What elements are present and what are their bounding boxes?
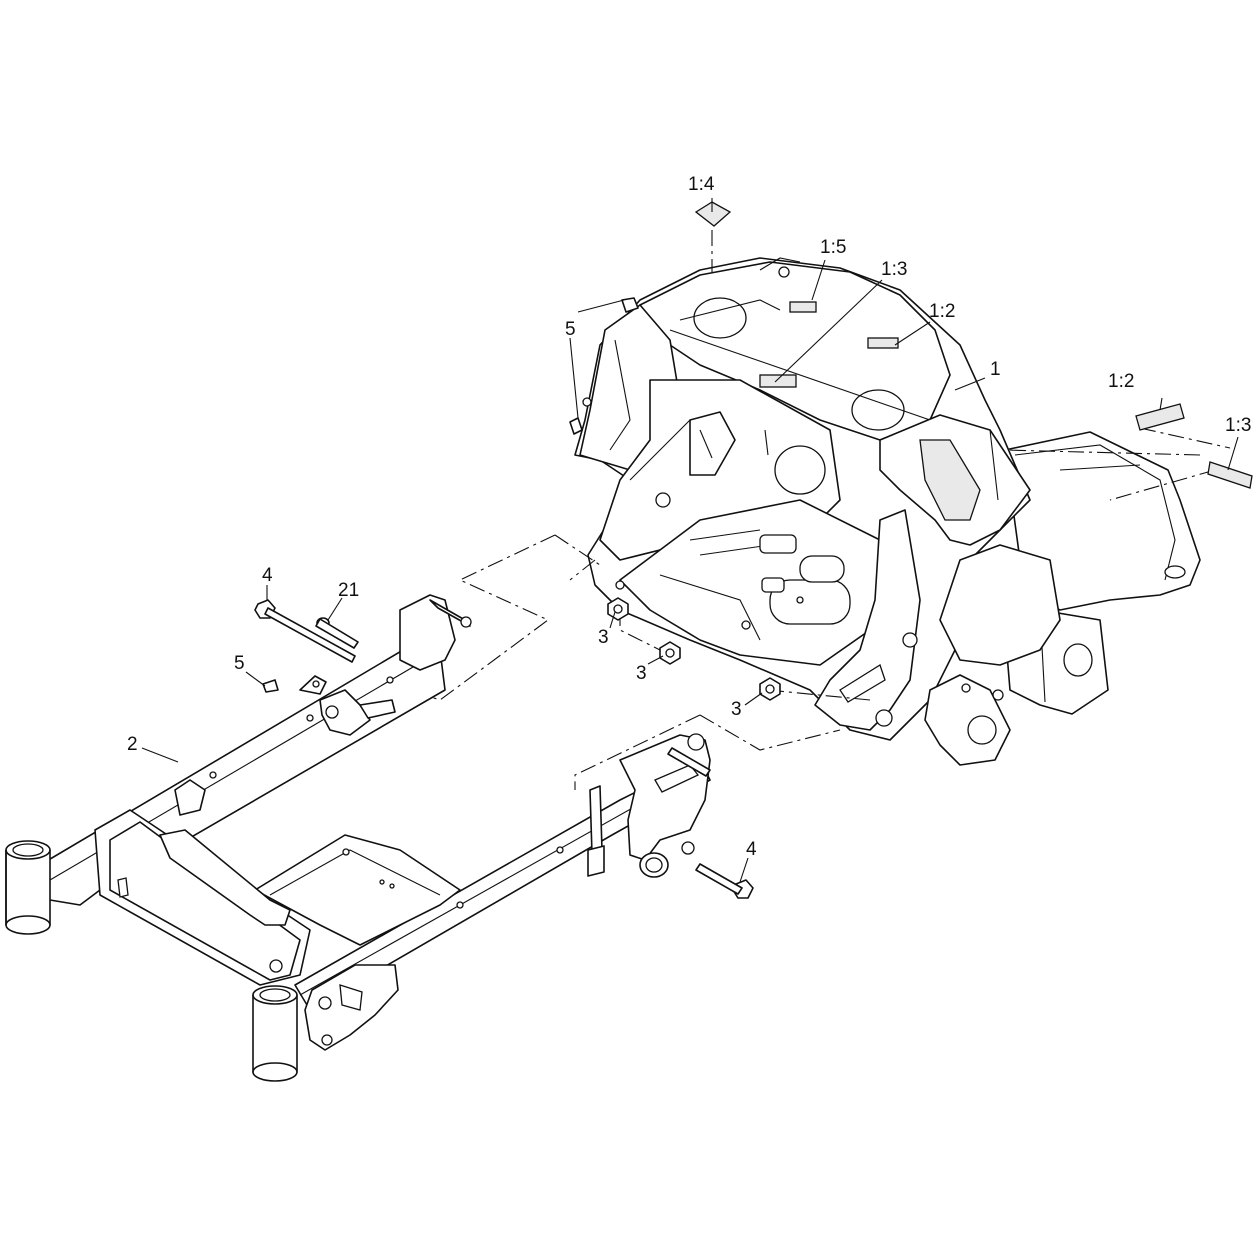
callout-2: 2 <box>127 734 138 755</box>
callout-1-5: 1:5 <box>820 237 847 258</box>
pin-21 <box>315 617 359 649</box>
callout-5-mid: 5 <box>234 653 245 674</box>
lower-frame <box>5 594 711 1082</box>
callout-21: 21 <box>338 580 360 601</box>
clip-top <box>621 297 639 313</box>
decal-1-2-right <box>1135 403 1185 431</box>
nut-b <box>659 641 681 665</box>
callout-3-b: 3 <box>636 663 647 684</box>
callout-1-2-right: 1:2 <box>1108 371 1135 392</box>
clip-side <box>569 417 583 435</box>
callout-4-right: 4 <box>746 839 757 860</box>
callout-1: 1 <box>990 359 1001 380</box>
nut-c <box>759 677 781 701</box>
callout-3-a: 3 <box>598 627 609 648</box>
callout-1-3-top: 1:3 <box>881 259 908 280</box>
clip-mid <box>262 679 279 693</box>
nut-a <box>607 597 629 621</box>
callout-1-3-right: 1:3 <box>1225 415 1252 436</box>
callout-4-left: 4 <box>262 565 273 586</box>
callout-1-2-top: 1:2 <box>929 301 956 322</box>
bolt-left <box>254 599 356 663</box>
caster-tube-left <box>5 840 51 935</box>
decal-1-3-right <box>1207 461 1253 489</box>
callout-3-c: 3 <box>731 699 742 720</box>
small-parts <box>254 201 1253 899</box>
callout-1-4: 1:4 <box>688 174 715 195</box>
callout-5-top: 5 <box>565 319 576 340</box>
leader-lines <box>141 198 1239 883</box>
decal-1-4 <box>694 201 732 227</box>
caster-tube-right <box>252 985 298 1082</box>
bolt-right <box>695 863 754 899</box>
main-frame <box>574 257 1201 766</box>
